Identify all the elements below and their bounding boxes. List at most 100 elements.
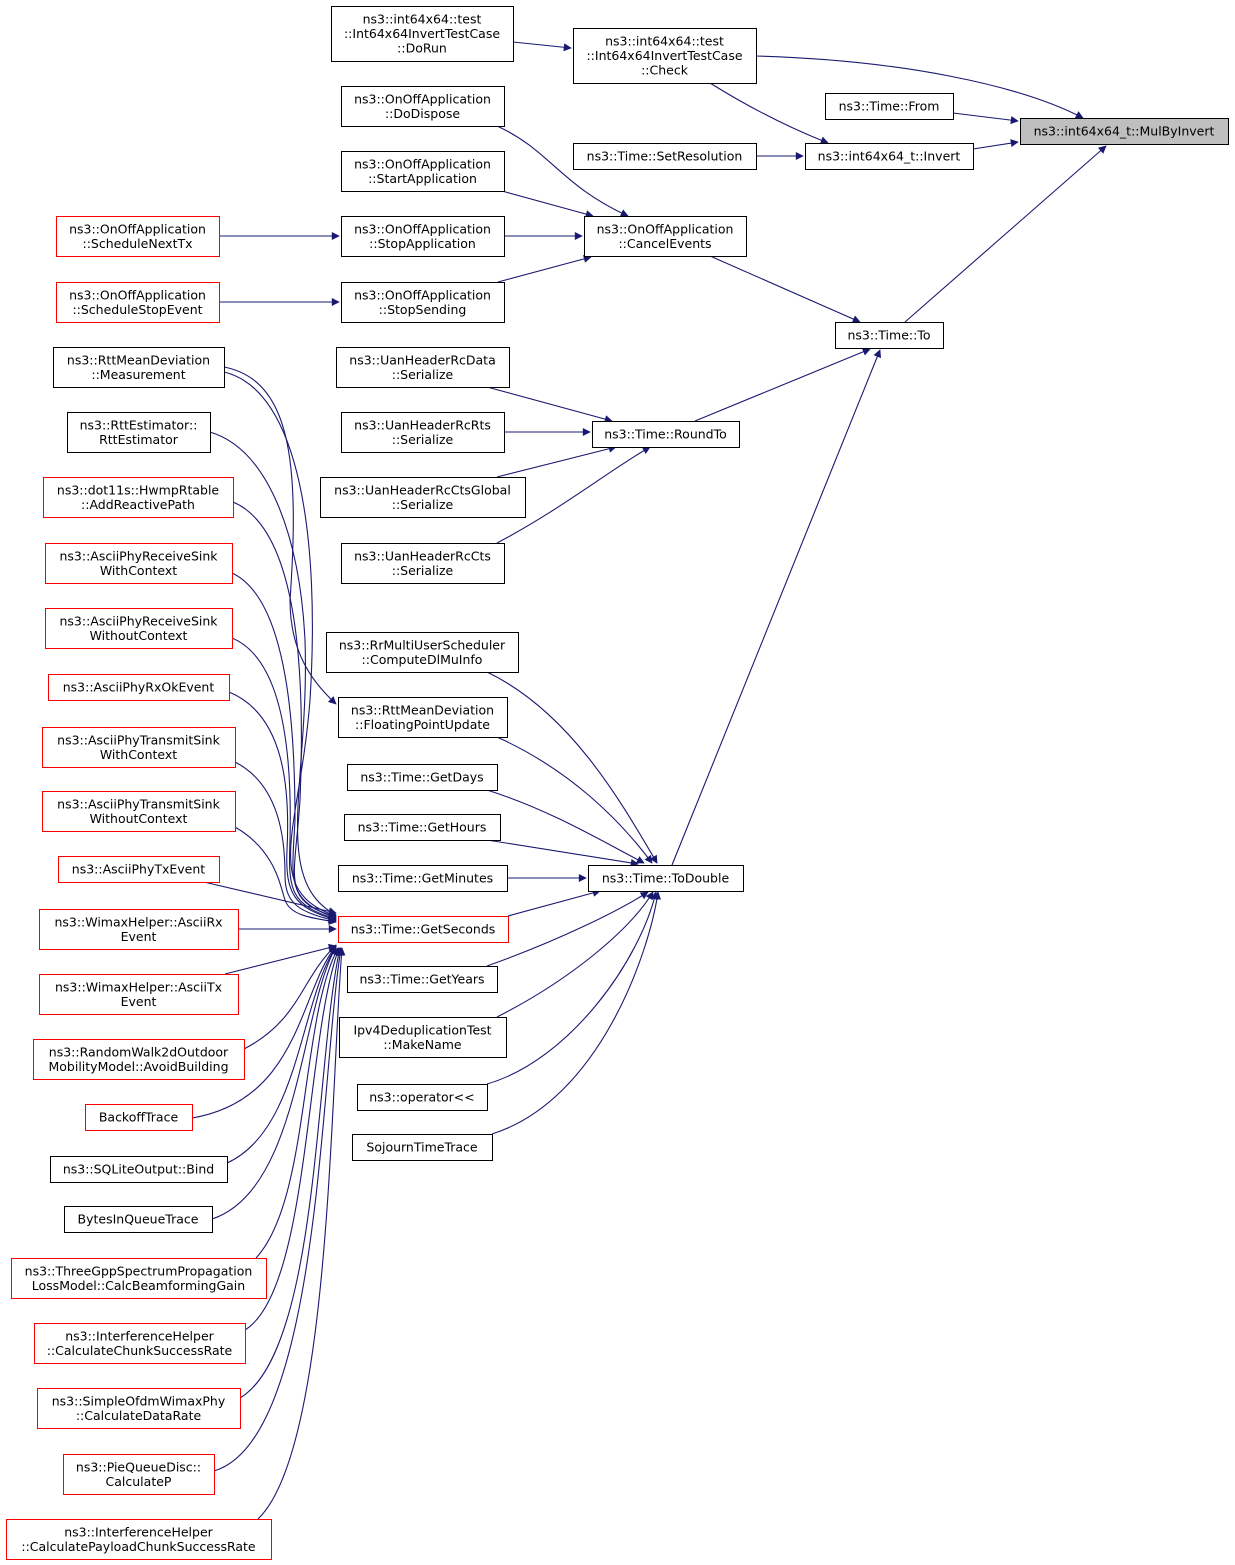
node-label: ns3::OnOffApplication (354, 287, 491, 302)
edge-getseconds-to-todouble (507, 889, 601, 917)
node-pieq[interactable]: ns3::PieQueueDisc::CalculateP (63, 1454, 215, 1495)
node-gethours[interactable]: ns3::Time::GetHours (344, 814, 501, 841)
edge-startapp-to-cancel (501, 190, 594, 218)
node-todouble[interactable]: ns3::Time::ToDouble (588, 865, 744, 892)
node-label: ::CalculatePayloadChunkSuccessRate (21, 1539, 256, 1554)
node-cancel[interactable]: ns3::OnOffApplication::CancelEvents (584, 216, 747, 257)
node-label: ns3::UanHeaderRcCts (354, 548, 491, 563)
edge-threegpp-to-getseconds (255, 947, 339, 1259)
edge-rttmeas-to-rttfp (223, 366, 337, 705)
node-ihchunk[interactable]: ns3::InterferenceHelper::CalculateChunkS… (34, 1323, 246, 1364)
node-schednext[interactable]: ns3::OnOffApplication::ScheduleNextTx (56, 216, 220, 257)
node-getdays[interactable]: ns3::Time::GetDays (347, 764, 498, 791)
node-label: ns3::AsciiPhyTxEvent (72, 862, 205, 877)
node-dorun[interactable]: ns3::int64x64::test::Int64x64InvertTestC… (331, 6, 514, 62)
node-startapp[interactable]: ns3::OnOffApplication::StartApplication (341, 151, 505, 192)
node-rttest[interactable]: ns3::RttEstimator::RttEstimator (67, 412, 211, 453)
node-uanctsg[interactable]: ns3::UanHeaderRcCtsGlobal::Serialize (320, 477, 526, 518)
node-label: ::CalculateDataRate (76, 1408, 202, 1423)
node-rttfp[interactable]: ns3::RttMeanDeviation::FloatingPointUpda… (338, 697, 508, 738)
node-dodispose[interactable]: ns3::OnOffApplication::DoDispose (341, 86, 505, 127)
node-ofdmrate[interactable]: ns3::SimpleOfdmWimaxPhy::CalculateDataRa… (37, 1388, 241, 1429)
node-to[interactable]: ns3::Time::To (835, 322, 944, 349)
node-backoff[interactable]: BackoffTrace (85, 1104, 193, 1131)
node-label: BackoffTrace (99, 1110, 179, 1125)
edge-ihpayload-to-getseconds (257, 947, 346, 1520)
node-rttmeas[interactable]: ns3::RttMeanDeviation::Measurement (53, 347, 225, 388)
node-label: ns3::SQLiteOutput::Bind (63, 1162, 214, 1177)
node-getyears[interactable]: ns3::Time::GetYears (347, 966, 498, 993)
edges-layer (191, 41, 1107, 1520)
node-box (336, 347, 510, 388)
edge-check-to-invert (709, 82, 829, 145)
node-label: WithoutContext (90, 811, 188, 826)
node-uanrts[interactable]: ns3::UanHeaderRcRts::Serialize (341, 412, 505, 453)
node-getminutes[interactable]: ns3::Time::GetMinutes (338, 865, 508, 892)
node-check[interactable]: ns3::int64x64::test::Int64x64InvertTestC… (573, 28, 757, 84)
node-roundto[interactable]: ns3::Time::RoundTo (592, 421, 740, 448)
node-label: ns3::dot11s::HwmpRtable (57, 482, 220, 497)
node-rw2d[interactable]: ns3::RandomWalk2dOutdoorMobilityModel::A… (33, 1039, 245, 1080)
edge-uancts-to-roundto (496, 446, 651, 544)
node-box (592, 421, 740, 448)
node-sojourn[interactable]: SojournTimeTrace (352, 1134, 493, 1161)
edge-getyears-to-todouble (486, 891, 649, 967)
node-box (320, 477, 526, 518)
node-box (56, 216, 220, 257)
edge-check-to-mulbyinvert (755, 55, 1084, 119)
node-box (341, 412, 505, 453)
node-box (85, 1104, 193, 1131)
node-label: WithContext (100, 747, 177, 762)
node-label: ::AddReactivePath (81, 497, 195, 512)
node-label: SojournTimeTrace (366, 1140, 478, 1155)
edge-todouble-to-to (671, 349, 882, 866)
node-stopapp[interactable]: ns3::OnOffApplication::StopApplication (341, 216, 505, 257)
node-box (341, 151, 505, 192)
node-invert[interactable]: ns3::int64x64_t::Invert (805, 143, 974, 170)
node-label: ns3::int64x64_t::MulByInvert (1034, 124, 1215, 139)
node-box (339, 1017, 507, 1058)
node-box (341, 543, 505, 584)
node-uandata[interactable]: ns3::UanHeaderRcData::Serialize (336, 347, 510, 388)
node-getseconds[interactable]: ns3::Time::GetSeconds (338, 916, 509, 943)
node-mulbyinvert[interactable]: ns3::int64x64_t::MulByInvert (1020, 118, 1229, 145)
node-atxev[interactable]: ns3::AsciiPhyTxEvent (58, 856, 220, 883)
node-box (344, 814, 501, 841)
node-box (341, 86, 505, 127)
node-box (45, 608, 233, 649)
node-setres[interactable]: ns3::Time::SetResolution (573, 143, 757, 170)
edge-ipv4dedup-to-todouble (496, 891, 654, 1018)
node-label: ns3::OnOffApplication (597, 221, 734, 236)
node-box (42, 791, 236, 832)
node-label: ::Serialize (392, 367, 454, 382)
node-hwmp[interactable]: ns3::dot11s::HwmpRtable::AddReactivePath (43, 477, 234, 518)
node-schedstop[interactable]: ns3::OnOffApplication::ScheduleStopEvent (56, 282, 220, 323)
node-rrmu[interactable]: ns3::RrMultiUserScheduler::ComputeDlMuIn… (326, 632, 519, 673)
node-oplt[interactable]: ns3::operator<< (357, 1084, 488, 1111)
node-label: ns3::PieQueueDisc:: (76, 1459, 201, 1474)
node-uancts[interactable]: ns3::UanHeaderRcCts::Serialize (341, 543, 505, 584)
node-ipv4dedup[interactable]: Ipv4DeduplicationTest::MakeName (339, 1017, 507, 1058)
node-from[interactable]: ns3::Time::From (825, 93, 954, 120)
node-label: ::StartApplication (368, 171, 477, 186)
node-arxok[interactable]: ns3::AsciiPhyRxOkEvent (48, 674, 230, 701)
edge-sojourn-to-todouble (491, 891, 661, 1135)
node-box (573, 28, 757, 84)
node-stopsend[interactable]: ns3::OnOffApplication::StopSending (341, 282, 505, 323)
node-label: LossModel::CalcBeamformingGain (32, 1278, 245, 1293)
node-bytesq[interactable]: BytesInQueueTrace (64, 1206, 213, 1233)
node-label: ns3::WimaxHelper::AsciiRx (54, 914, 222, 929)
node-ihpayload[interactable]: ns3::InterferenceHelper::CalculatePayloa… (6, 1519, 272, 1560)
node-label: ::DoRun (397, 41, 447, 56)
node-label: ns3::RttMeanDeviation (67, 352, 210, 367)
node-threegpp[interactable]: ns3::ThreeGppSpectrumPropagationLossMode… (11, 1258, 267, 1299)
node-label: ns3::Time::GetHours (358, 820, 487, 835)
node-sqlite[interactable]: ns3::SQLiteOutput::Bind (50, 1156, 228, 1183)
node-label: ns3::Time::To (848, 328, 931, 343)
